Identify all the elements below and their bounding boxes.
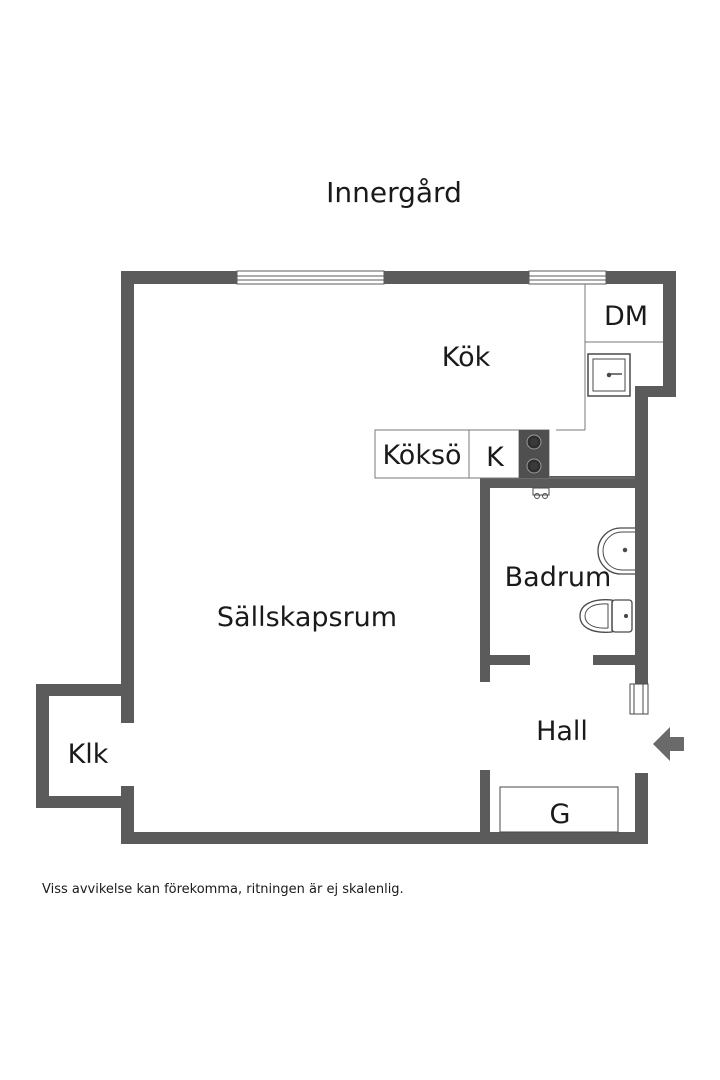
- entrance-arrow-icon: [653, 727, 684, 761]
- room-label-dishwasher: DM: [604, 301, 648, 332]
- exterior-walls: [36, 271, 676, 844]
- sink-icon: [587, 353, 631, 397]
- window-left: [236, 270, 385, 285]
- courtyard-label: Innergård: [326, 176, 462, 209]
- window-right: [528, 270, 607, 285]
- room-label-hall: Hall: [536, 716, 588, 747]
- room-label-wardrobe: G: [550, 799, 571, 830]
- wardrobe-outline: [499, 786, 619, 833]
- electrical-panel-icon: [629, 683, 649, 715]
- interior-walls: [480, 476, 648, 844]
- room-label-bathroom: Badrum: [505, 562, 612, 593]
- shower-mixer-icon: [532, 487, 550, 499]
- room-label-closet: Klk: [68, 739, 109, 770]
- room-label-kitchen: Kök: [442, 342, 491, 373]
- toilet-icon: [579, 599, 633, 633]
- room-label-living: Sällskapsrum: [217, 602, 397, 633]
- kitchen-counter: [556, 284, 663, 431]
- room-label-island: Köksö: [382, 440, 461, 471]
- room-label-fridge: K: [486, 442, 505, 473]
- stove-icon: [519, 430, 549, 478]
- washbasin-icon: [597, 527, 635, 575]
- scale-disclaimer: Viss avvikelse kan förekomma, ritningen …: [42, 882, 404, 897]
